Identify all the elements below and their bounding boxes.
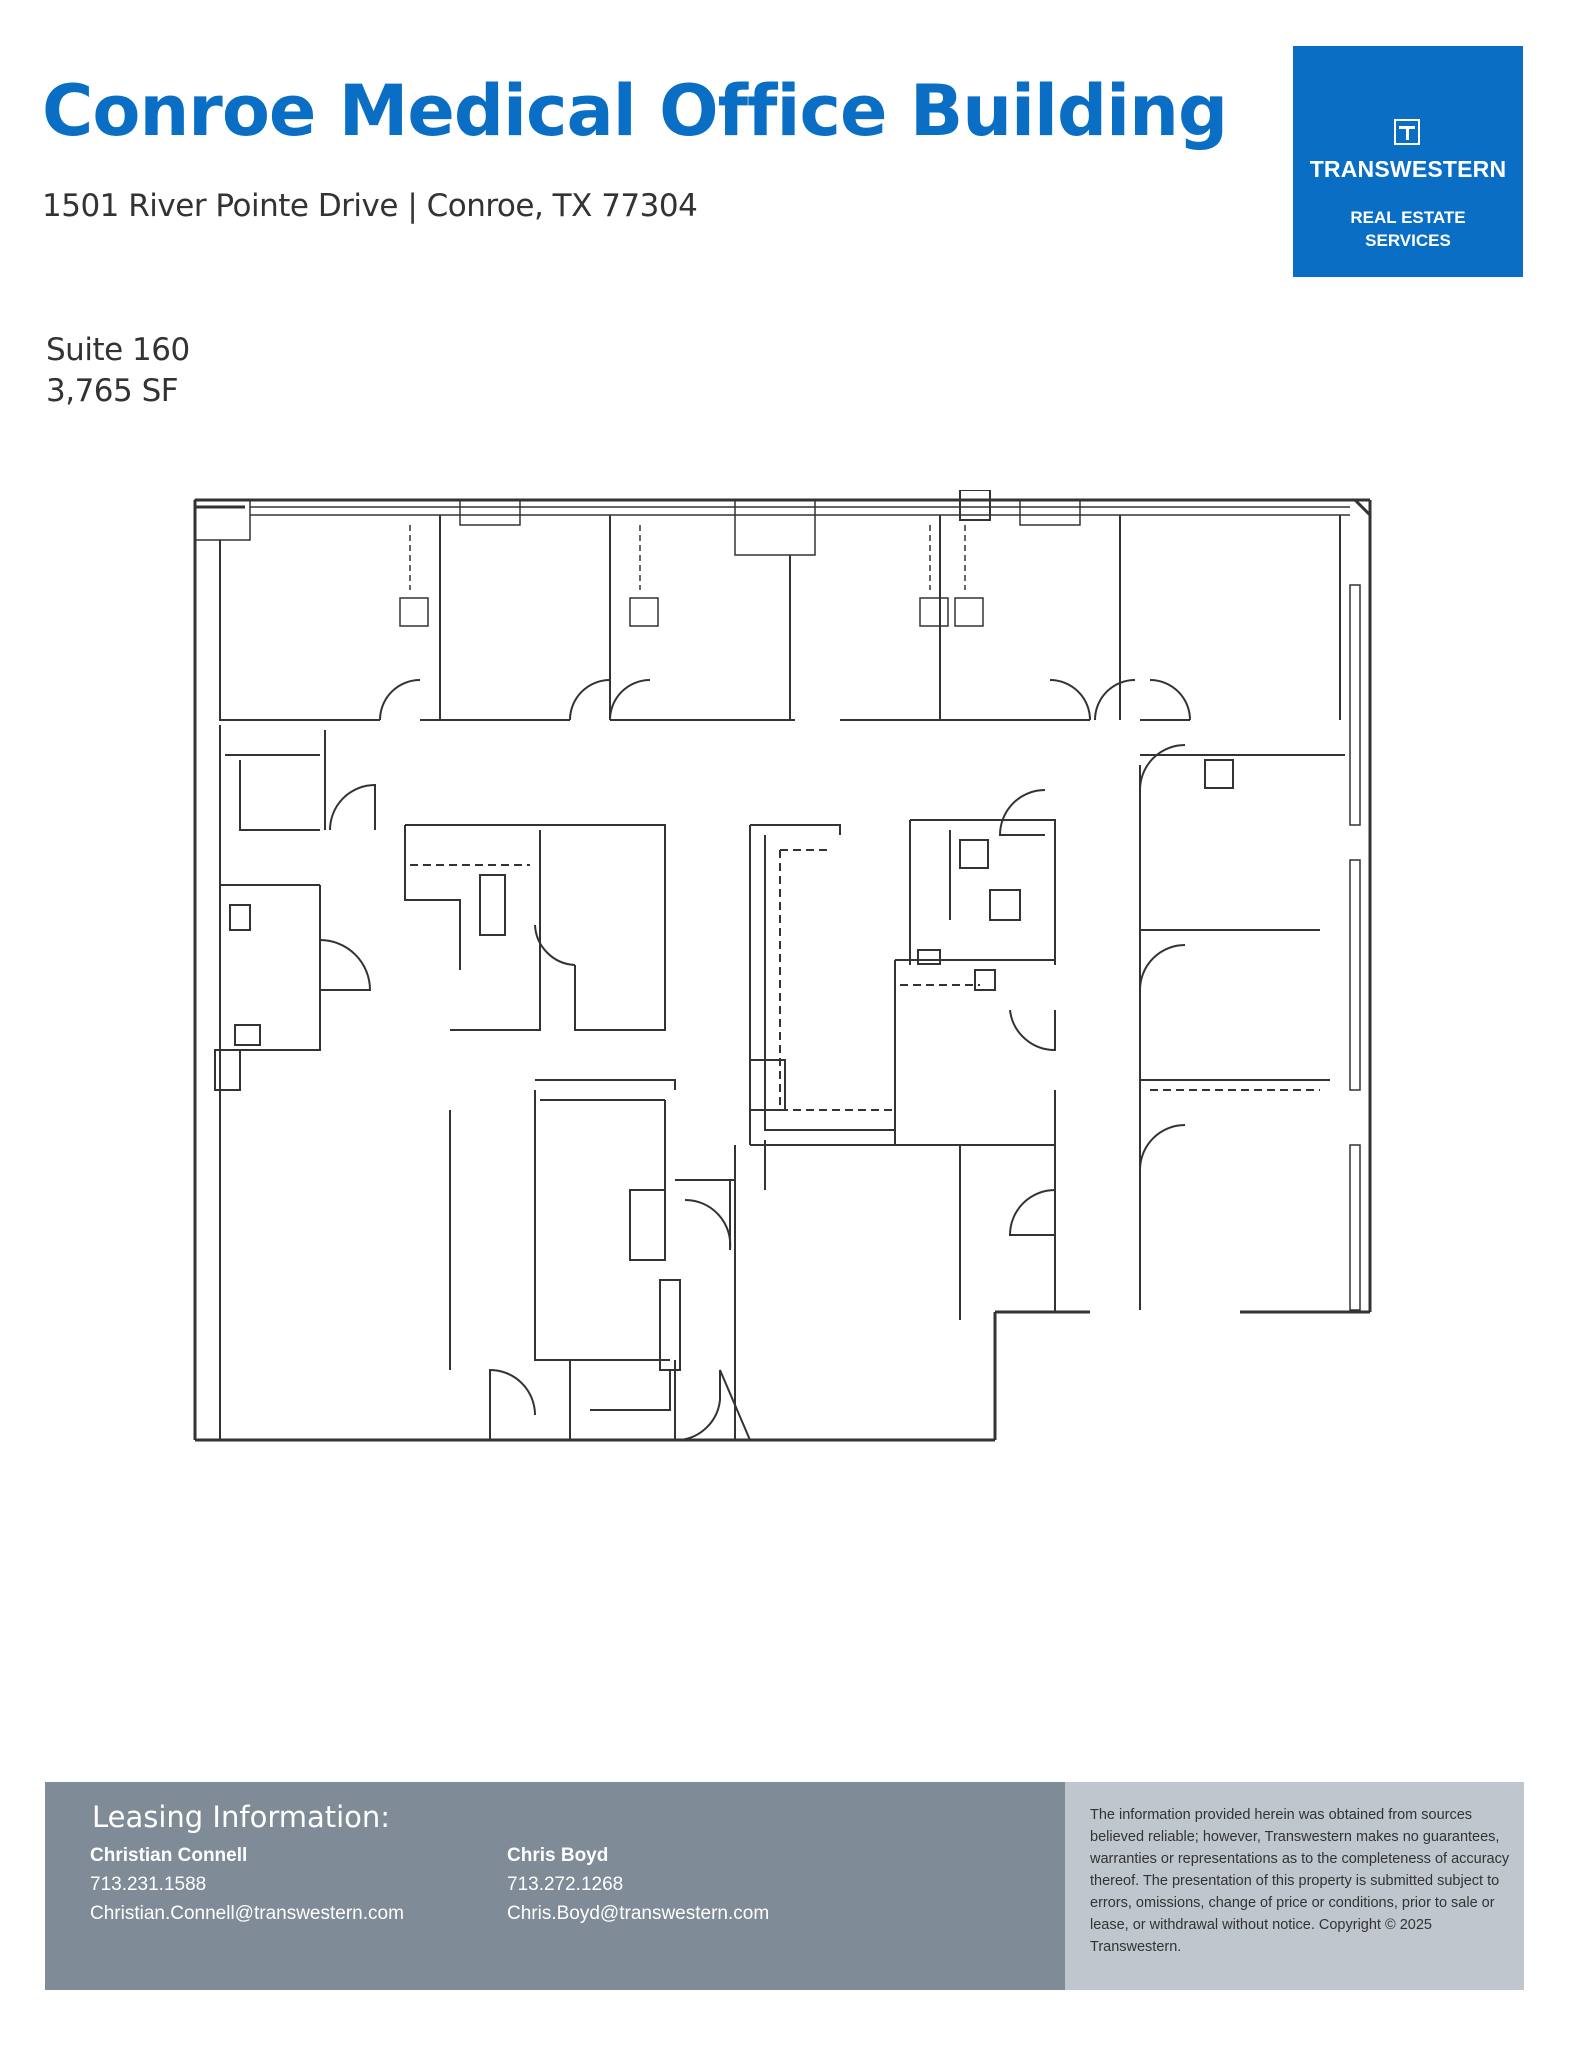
transwestern-t-icon	[1394, 119, 1420, 145]
left-rooms	[214, 725, 376, 1290]
leasing-heading: Leasing Information:	[92, 1800, 391, 1834]
center-left-rooms	[404, 824, 666, 1031]
agent-card: Chris Boyd 713.272.1268 Chris.Boyd@trans…	[507, 1841, 769, 1928]
right-window-band	[1349, 584, 1361, 1311]
agent-phone[interactable]: 713.272.1268	[507, 1874, 624, 1895]
suite-number: Suite 160	[46, 332, 190, 368]
floor-plan	[193, 490, 1372, 1442]
exterior-walls	[193, 498, 1372, 1442]
suite-area: 3,765 SF	[46, 373, 179, 409]
disclaimer-text: The information provided herein was obta…	[1090, 1807, 1510, 1955]
leasing-info-panel: Leasing Information: Christian Connell 7…	[45, 1782, 1065, 1990]
lower-rooms	[219, 490, 991, 1441]
agent-email[interactable]: Chris.Boyd@transwestern.com	[507, 1903, 770, 1924]
agent-phone[interactable]: 713.231.1588	[90, 1874, 207, 1895]
agent-card: Christian Connell 713.231.1588 Christian…	[90, 1841, 404, 1928]
top-wall-band	[194, 499, 1350, 556]
transwestern-logo: TRANSWESTERN REAL ESTATE SERVICES	[1293, 46, 1523, 277]
exam-sinks	[399, 525, 984, 627]
logo-subtitle: REAL ESTATE SERVICES	[1293, 206, 1523, 252]
property-address: 1501 River Pointe Drive | Conroe, TX 773…	[42, 188, 698, 224]
logo-subtitle-line1: REAL ESTATE	[1350, 208, 1466, 227]
right-offices	[1008, 744, 1345, 1312]
page-title: Conroe Medical Office Building	[42, 70, 1228, 152]
upper-exam-rooms	[219, 515, 1341, 721]
logo-name: TRANSWESTERN	[1309, 156, 1507, 182]
logo-subtitle-line2: SERVICES	[1365, 231, 1451, 250]
agent-email[interactable]: Christian.Connell@transwestern.com	[90, 1903, 404, 1924]
center-restroom	[894, 789, 1056, 1146]
suite-info: Suite 160 3,765 SF	[46, 330, 190, 412]
agent-name: Chris Boyd	[507, 1845, 609, 1866]
agent-name: Christian Connell	[90, 1845, 248, 1866]
nurse-station	[749, 824, 896, 1146]
disclaimer-panel: The information provided herein was obta…	[1065, 1782, 1524, 1990]
